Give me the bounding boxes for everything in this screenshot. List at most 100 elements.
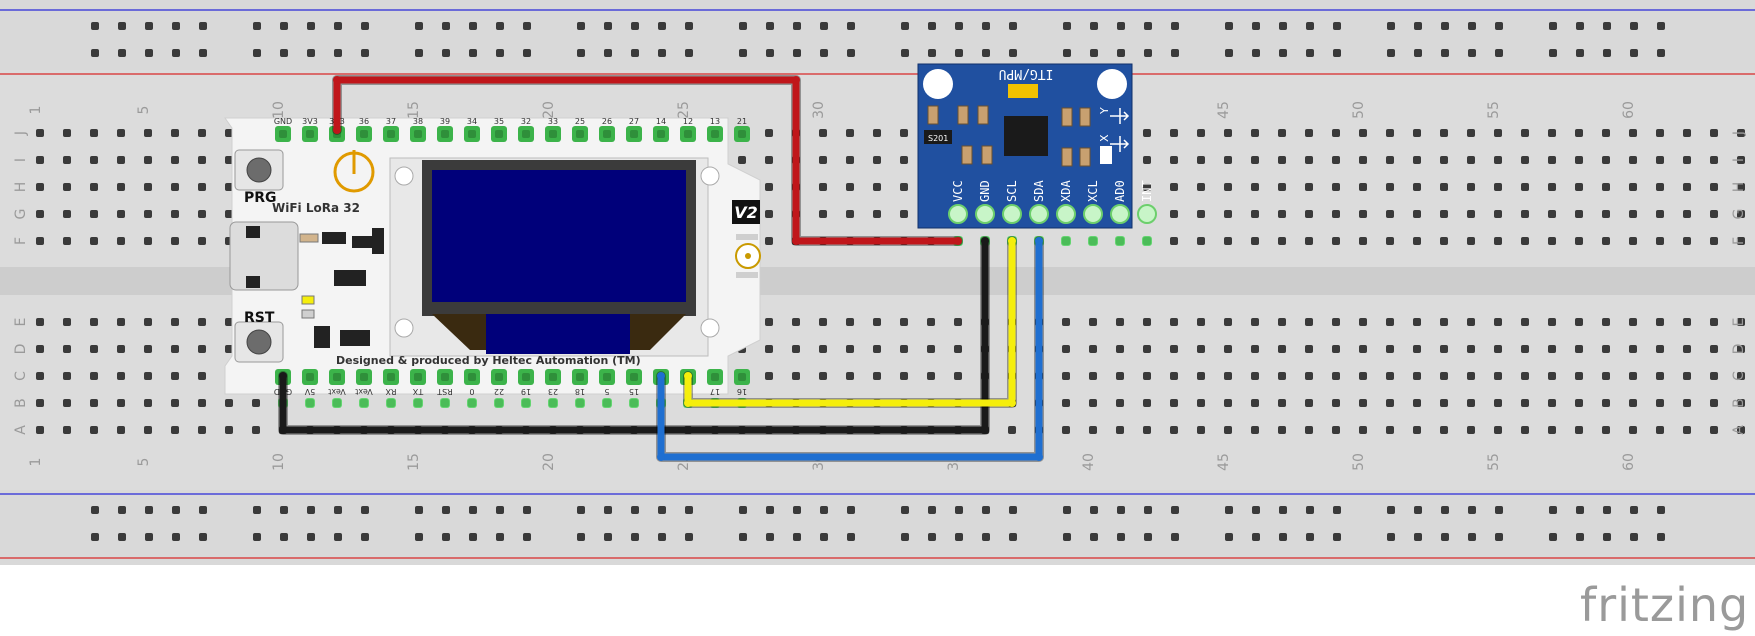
mount-hole xyxy=(394,318,414,338)
terminal-hole xyxy=(819,129,827,137)
heltec-top-pin-label: 32 xyxy=(521,117,531,126)
terminal-hole xyxy=(1170,129,1178,137)
terminal-hole xyxy=(900,129,908,137)
rail-top-a-hole xyxy=(334,22,342,30)
heltec-top-pin-label: 27 xyxy=(629,117,639,126)
terminal-hole xyxy=(144,156,152,164)
terminal-hole xyxy=(1575,183,1583,191)
rail-bottom-b-hole xyxy=(1333,533,1341,541)
terminal-hole xyxy=(1359,318,1367,326)
heltec-top-pin-label: 35 xyxy=(494,117,504,126)
terminal-hole xyxy=(1575,345,1583,353)
terminal-hole xyxy=(1683,372,1691,380)
terminal-hole xyxy=(819,183,827,191)
terminal-hole xyxy=(1521,318,1529,326)
heltec-top-pin-label: 12 xyxy=(683,117,693,126)
rail-top-b-hole xyxy=(1630,49,1638,57)
rail-bottom-a-hole xyxy=(307,506,315,514)
axis-arrow-icon xyxy=(1110,136,1130,152)
rail-top-b-hole xyxy=(1063,49,1071,57)
rail-bottom-b-hole xyxy=(334,533,342,541)
heltec-top-pin-hole xyxy=(657,130,665,138)
terminal-hole xyxy=(1413,399,1421,407)
terminal-hole xyxy=(90,237,98,245)
rail-bottom-a-hole xyxy=(1279,506,1287,514)
heltec-top-pin-label: 13 xyxy=(710,117,720,126)
rail-top-a-hole xyxy=(1117,22,1125,30)
terminal-hole xyxy=(1575,426,1583,434)
terminal-hole xyxy=(1629,183,1637,191)
terminal-hole xyxy=(1197,426,1205,434)
rail-bottom-b-hole xyxy=(1090,533,1098,541)
rail-top-a-hole xyxy=(253,22,261,30)
rail-top-b-hole xyxy=(577,49,585,57)
terminal-hole xyxy=(1332,318,1340,326)
terminal-hole xyxy=(1710,426,1718,434)
terminal-hole xyxy=(1197,129,1205,137)
terminal-hole xyxy=(1278,156,1286,164)
connected-hole-marker xyxy=(359,398,369,408)
rail-top-a-hole xyxy=(523,22,531,30)
terminal-hole xyxy=(171,318,179,326)
terminal-hole xyxy=(1494,237,1502,245)
terminal-hole xyxy=(63,318,71,326)
column-number-top: 20 xyxy=(541,101,557,119)
terminal-hole xyxy=(1521,156,1529,164)
mpu-led xyxy=(1100,146,1112,164)
terminal-hole xyxy=(1521,372,1529,380)
red-wire-3v3-vcc-bend xyxy=(792,76,800,84)
heltec-top-pin-label: 14 xyxy=(656,117,666,126)
heltec-bottom-pin-hole xyxy=(549,373,557,381)
usb-connector xyxy=(229,221,299,291)
heltec-top-pin-label: 3V3 xyxy=(302,117,318,126)
terminal-hole xyxy=(1710,372,1718,380)
terminal-hole xyxy=(171,129,179,137)
column-number-bottom: 50 xyxy=(1351,453,1367,471)
rail-top-b-hole xyxy=(253,49,261,57)
rail-top-b-hole xyxy=(1306,49,1314,57)
connected-hole-marker xyxy=(440,398,450,408)
heltec-top-pin-hole xyxy=(630,130,638,138)
rail-top-a-hole xyxy=(1603,22,1611,30)
terminal-hole xyxy=(1548,345,1556,353)
rail-top-a-hole xyxy=(1468,22,1476,30)
rail-top-a-hole xyxy=(631,22,639,30)
terminal-hole xyxy=(1548,183,1556,191)
row-letter-right: H xyxy=(1731,182,1747,193)
terminal-hole xyxy=(1089,372,1097,380)
terminal-hole xyxy=(117,237,125,245)
terminal-hole xyxy=(63,156,71,164)
rail-top-b-hole xyxy=(1441,49,1449,57)
terminal-hole xyxy=(1062,426,1070,434)
terminal-hole xyxy=(1575,237,1583,245)
rail-top-b-hole xyxy=(1576,49,1584,57)
oled-ribbon-center xyxy=(486,314,630,354)
terminal-hole xyxy=(1170,372,1178,380)
terminal-hole xyxy=(1332,345,1340,353)
terminal-hole xyxy=(1440,318,1448,326)
rail-top-b-hole xyxy=(1117,49,1125,57)
terminal-hole xyxy=(1359,426,1367,434)
terminal-hole xyxy=(1386,426,1394,434)
heltec-bottom-pin-label: TX xyxy=(412,387,424,396)
heltec-wifi-lora-32-board[interactable]: GNDGND3V35V3V3Vext36Vext37RX38TX39RST340… xyxy=(224,117,761,408)
mpu-crystal xyxy=(1008,84,1038,98)
terminal-hole xyxy=(1413,183,1421,191)
heltec-top-pin-hole xyxy=(468,130,476,138)
terminal-hole xyxy=(252,426,260,434)
terminal-hole xyxy=(1062,345,1070,353)
rail-bottom-b-hole xyxy=(1414,533,1422,541)
row-letter-left: A xyxy=(13,425,29,435)
terminal-hole xyxy=(1656,372,1664,380)
mpu-passive xyxy=(981,145,993,165)
rail-top-a-hole xyxy=(469,22,477,30)
terminal-hole xyxy=(225,156,233,164)
black-wire-gnd-gnd-bend xyxy=(279,426,287,434)
rail-top-a-hole xyxy=(901,22,909,30)
rail-top-a-hole xyxy=(1144,22,1152,30)
blue-wire-sda-bend xyxy=(1035,237,1043,245)
heltec-bottom-pin-hole xyxy=(306,373,314,381)
mpu-passive xyxy=(957,105,969,125)
rail-bottom-b-hole xyxy=(415,533,423,541)
